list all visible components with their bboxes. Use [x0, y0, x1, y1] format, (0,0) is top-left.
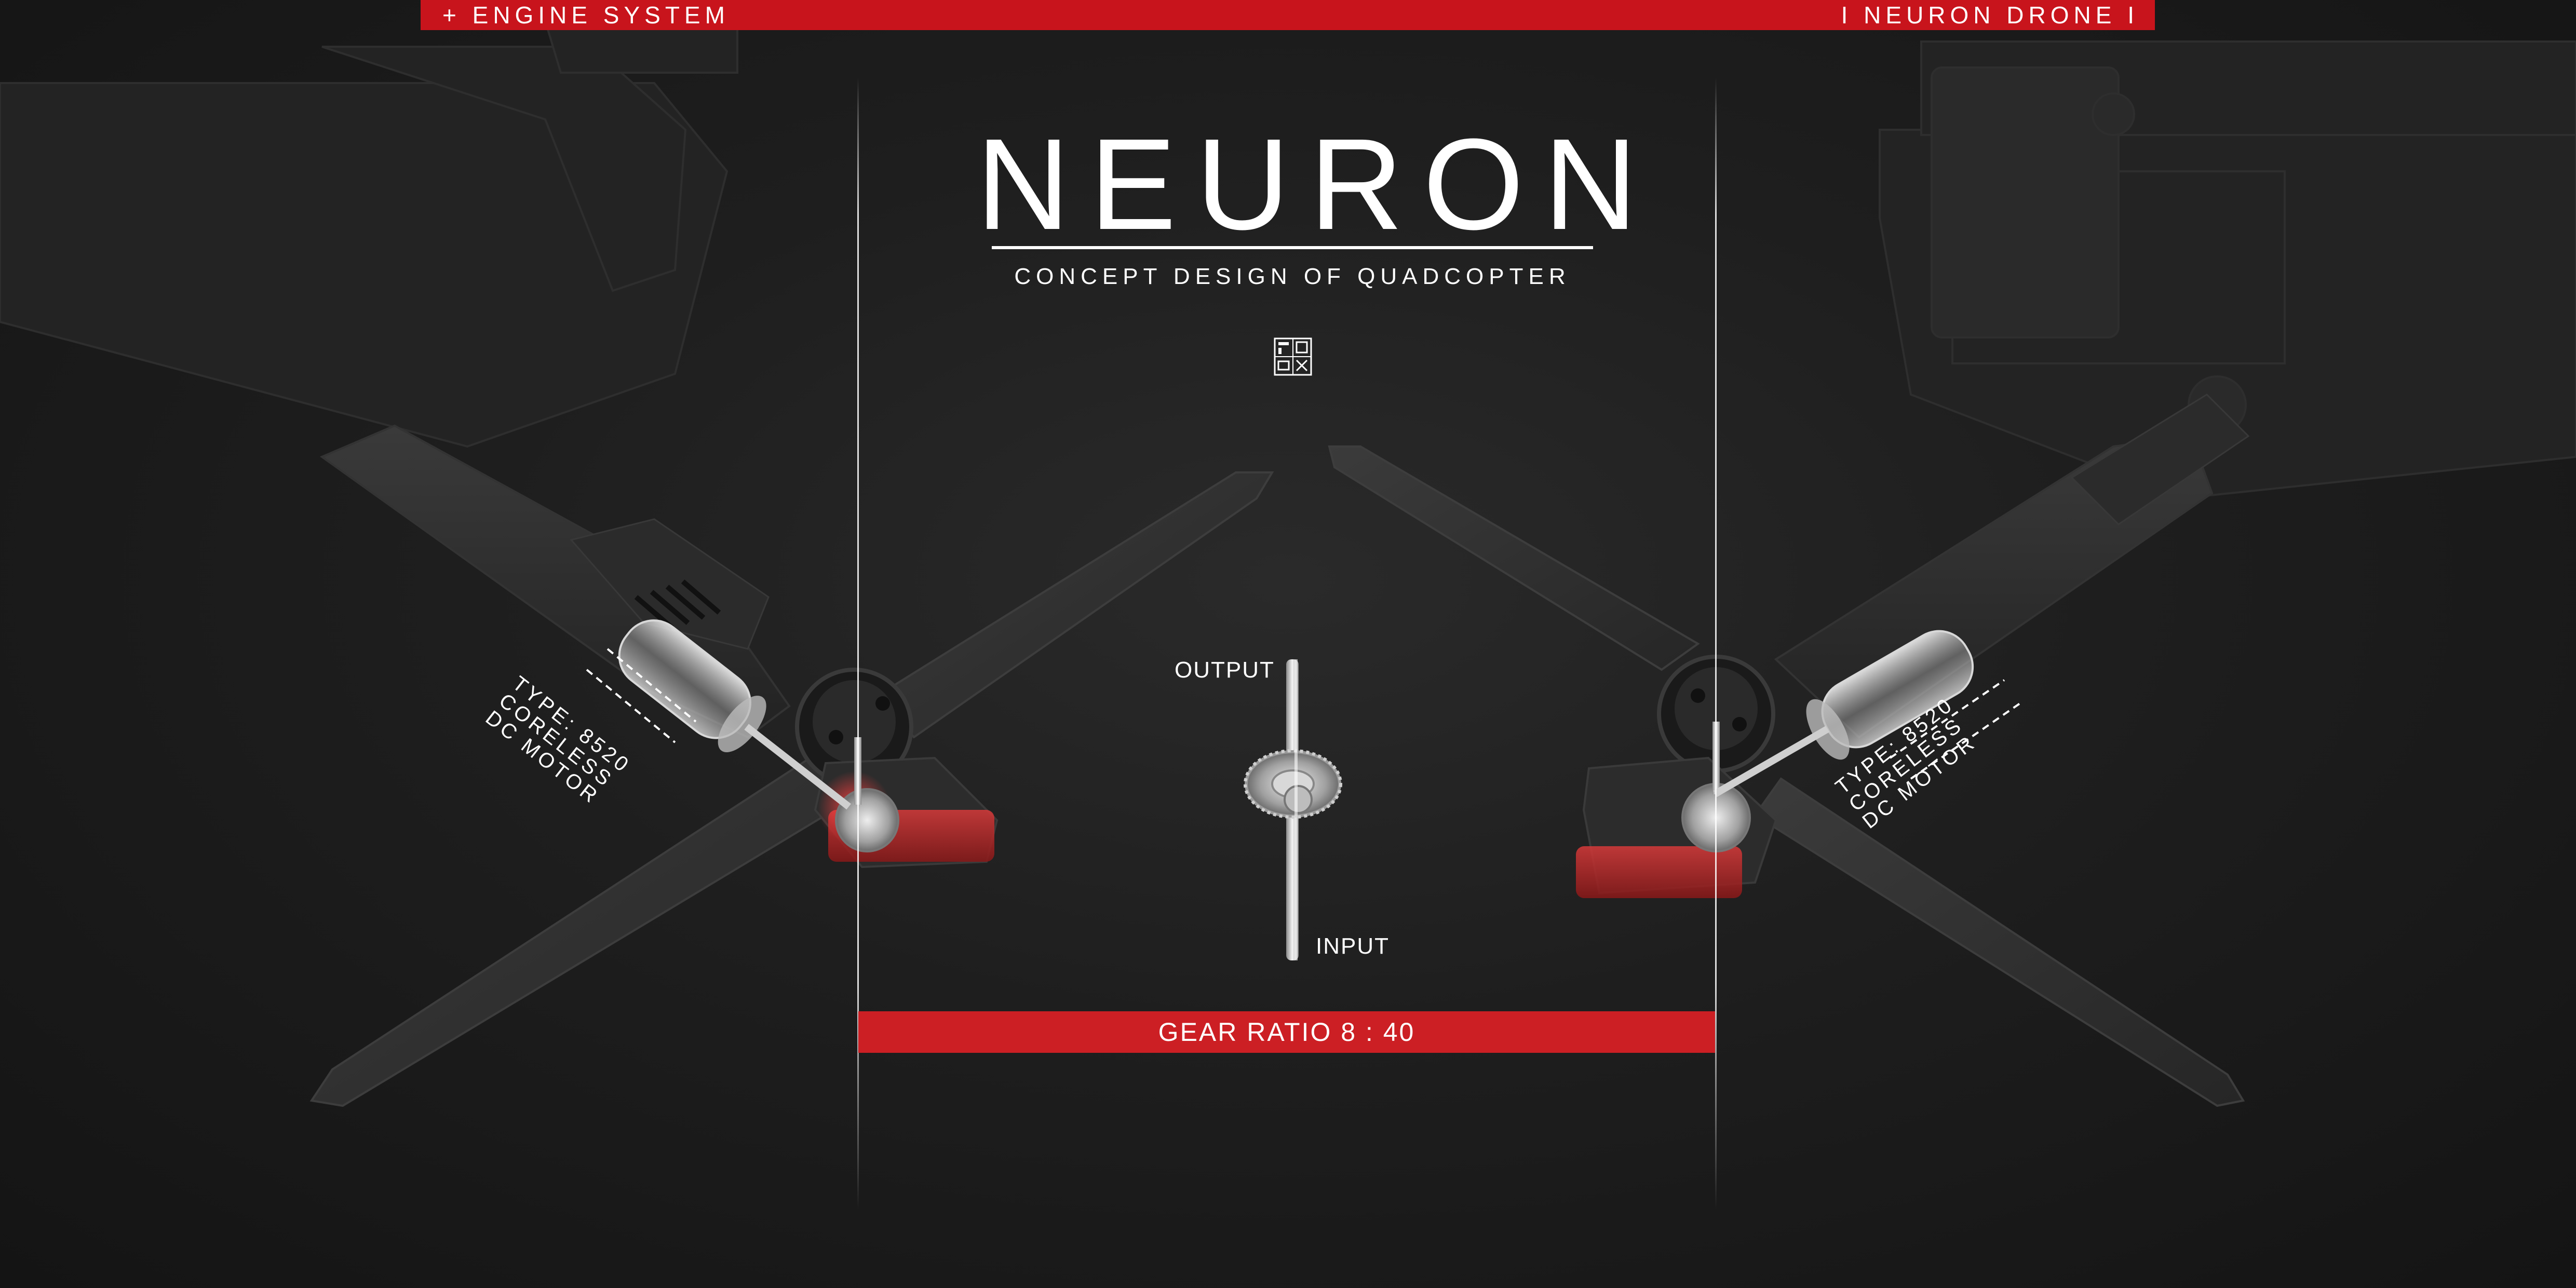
header-bar: [421, 0, 2155, 30]
background-drone-body-right: [1879, 40, 2576, 500]
title-underline: [992, 246, 1593, 249]
gear-ratio-label: GEAR RATIO 8 : 40: [1158, 1018, 1415, 1047]
gear-ratio-bar: [858, 1011, 1715, 1053]
input-label: INPUT: [1316, 933, 1390, 959]
left-arm-assembly: [309, 424, 1274, 1107]
brand-label: I NEURON DRONE I: [1841, 2, 2139, 29]
background-drone-body-left: [0, 20, 738, 448]
left-divider-line: [857, 78, 859, 1210]
right-divider-line: [1715, 78, 1717, 1210]
section-label: + ENGINE SYSTEM: [442, 2, 730, 29]
page-subtitle: CONCEPT DESIGN OF QUADCOPTER: [1014, 264, 1571, 289]
page-title: NEURON: [976, 112, 1657, 256]
logo-icon: [1274, 337, 1312, 376]
output-label: OUTPUT: [1175, 657, 1275, 683]
right-arm-assembly: [1328, 394, 2250, 1107]
gear-ratio-diagram: [1244, 659, 1342, 960]
small-gear: [1284, 785, 1313, 814]
